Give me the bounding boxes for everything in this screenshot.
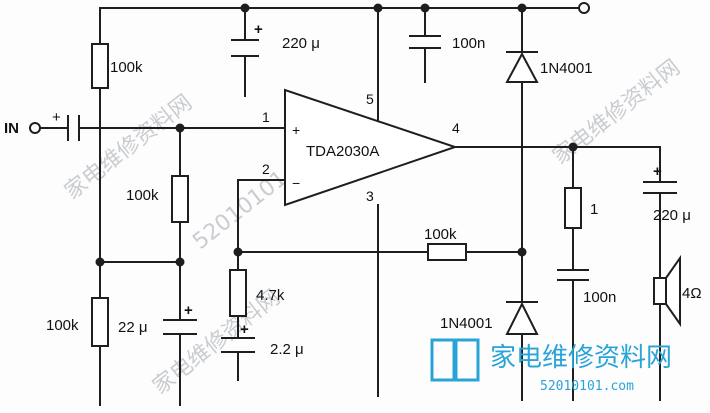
resistor-r-mid-label: 100k — [126, 187, 159, 204]
resistor-4k7 — [229, 269, 247, 317]
resistor-r-feedback-label: 100k — [424, 226, 457, 243]
input-terminal — [29, 122, 41, 134]
polarity-plus: + — [52, 109, 61, 126]
capacitor-2u2-label: 2.2 μ — [270, 341, 304, 358]
capacitor-220u-supply: + — [231, 21, 263, 57]
capacitor-100n-supply — [409, 35, 441, 49]
junction-dot — [568, 142, 578, 152]
capacitor-220u-output-label: 220 μ — [653, 207, 691, 224]
pin-1-label: 1 — [262, 109, 270, 125]
capacitor-100n-supply-label: 100n — [452, 35, 485, 52]
junction-dot — [175, 257, 185, 267]
ic-plus-sign: + — [292, 122, 300, 138]
capacitor-220u-supply-label: 220 μ — [282, 35, 320, 52]
polarity-plus: + — [240, 321, 249, 338]
junction-dot — [233, 247, 243, 257]
capacitor-100n-output — [557, 269, 589, 281]
resistor-r-feedback — [427, 243, 467, 261]
junction-dot — [420, 3, 430, 13]
ic-minus-sign: − — [292, 175, 300, 191]
input-label: IN — [4, 120, 19, 137]
wires — [39, 7, 661, 406]
site-logo-text: 家电维修资料网 — [490, 343, 672, 373]
resistor-4k7-label: 4.7k — [256, 287, 285, 304]
diode-1n4001-bottom — [505, 301, 539, 335]
pin-3-label: 3 — [366, 188, 374, 204]
ic-label: TDA2030A — [306, 143, 379, 160]
junction-dot — [240, 3, 250, 13]
capacitor-22u: + — [163, 302, 197, 335]
speaker-icon — [653, 254, 681, 333]
diode-bottom-label: 1N4001 — [440, 315, 493, 332]
resistor-r-mid — [171, 175, 189, 223]
supply-terminal — [578, 2, 590, 14]
junction-dot — [517, 3, 527, 13]
junction-dot — [95, 257, 105, 267]
capacitor-2u2: + — [221, 321, 255, 353]
resistor-r-top-label: 100k — [110, 59, 143, 76]
diode-1n4001-top — [505, 51, 539, 83]
diode-top-label: 1N4001 — [540, 60, 593, 77]
pin-5-label: 5 — [366, 91, 374, 107]
speaker-impedance-label: 4Ω — [682, 285, 702, 302]
junction-dot — [175, 123, 185, 133]
resistor-r-bot-label: 100k — [46, 317, 79, 334]
resistor-r-bot — [91, 297, 109, 347]
polarity-plus: + — [653, 163, 662, 180]
input-coupling-capacitor: + — [52, 109, 80, 141]
resistor-1ohm — [564, 187, 582, 229]
pin-2-label: 2 — [262, 161, 270, 177]
capacitor-220u-output: + — [643, 163, 677, 194]
capacitor-22u-label: 22 μ — [118, 319, 148, 336]
pin-4-label: 4 — [452, 120, 460, 136]
site-logo-url: 52010101.com — [540, 379, 634, 394]
polarity-plus: + — [254, 21, 263, 38]
capacitor-100n-output-label: 100n — [583, 289, 616, 306]
junction-dot — [517, 247, 527, 257]
resistor-r-top — [91, 43, 109, 89]
junctions — [95, 3, 578, 267]
ic-tda2030a — [284, 88, 459, 207]
site-logo: 家电维修资料网 52010101.com — [430, 338, 672, 394]
polarity-plus: + — [184, 302, 193, 319]
junction-dot — [373, 3, 383, 13]
resistor-1ohm-label: 1 — [590, 201, 598, 218]
